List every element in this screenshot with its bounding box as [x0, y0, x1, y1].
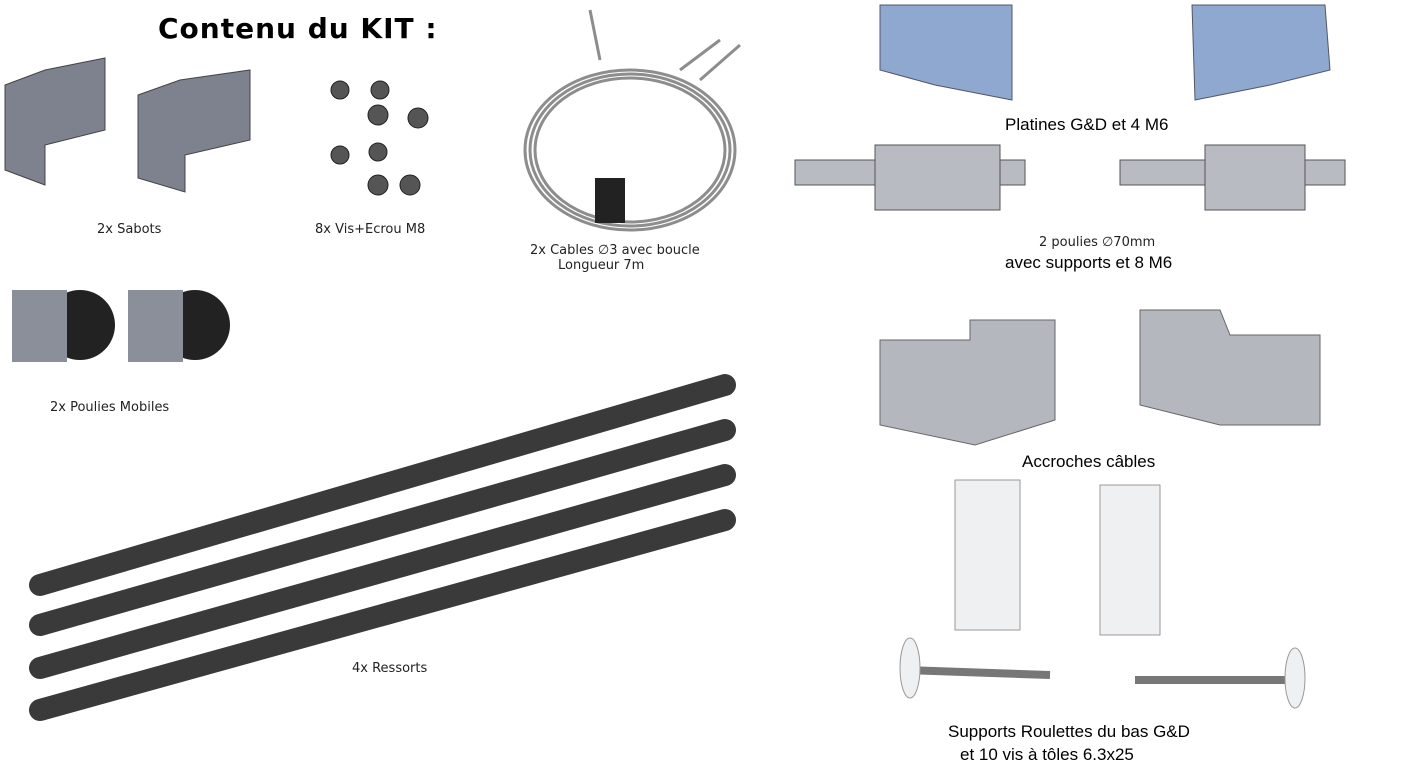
mobile-pulleys-label: 2x Poulies Mobiles — [50, 400, 170, 415]
bolts-label: 8x Vis+Ecrou M8 — [315, 222, 426, 237]
sabot-bracket-image — [4, 57, 251, 193]
cable-hooks-label: Accroches câbles — [1022, 452, 1156, 471]
sabots-label: 2x Sabots — [97, 222, 162, 237]
springs-label: 4x Ressorts — [352, 661, 428, 676]
roller-supports-label: Supports Roulettes du bas G&D — [948, 722, 1190, 741]
roller-supports-image — [899, 479, 1306, 709]
bolts-nuts-image — [330, 80, 429, 196]
screws-label: et 10 vis à tôles 6.3x25 — [960, 745, 1134, 764]
cables-label: 2x Cables ∅3 avec boucle — [530, 243, 700, 258]
cable-coil-image — [523, 9, 741, 232]
cable-hooks-image — [879, 309, 1321, 446]
springs-image — [29, 374, 736, 721]
pulley-supports-image — [794, 144, 1346, 211]
pulleys-label: 2 poulies ∅70mm — [1039, 235, 1156, 250]
plates-label: Platines G&D et 4 M6 — [1005, 115, 1169, 134]
cables-length-label: Longueur 7m — [558, 258, 645, 273]
kit-title: Contenu du KIT : — [158, 12, 438, 45]
mobile-pulleys-image — [12, 290, 230, 362]
pulleys-supports-label: avec supports et 8 M6 — [1005, 253, 1173, 272]
plates-image — [879, 4, 1331, 101]
